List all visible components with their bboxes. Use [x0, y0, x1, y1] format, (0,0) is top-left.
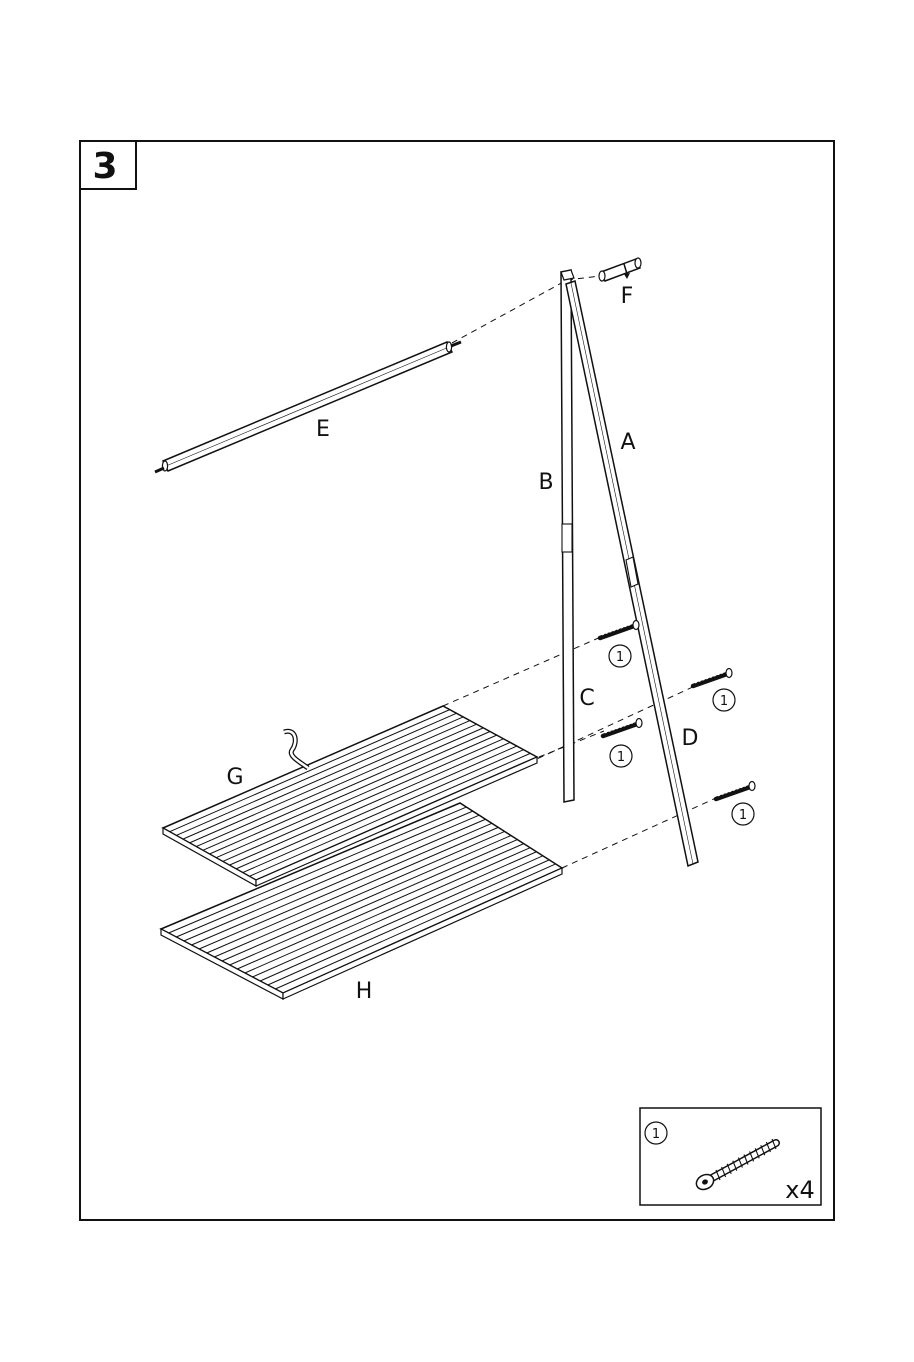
part-b-c-upright [561, 270, 574, 802]
part-label-f: F [621, 284, 634, 309]
hardware-box: 1 x4 [640, 1108, 821, 1205]
part-label-d: D [682, 726, 699, 751]
step-number-box: 3 [80, 141, 136, 189]
svg-text:1: 1 [617, 750, 625, 765]
step-frame [80, 141, 834, 1220]
hardware-item-number: 1 [652, 1127, 660, 1142]
screw-icon [600, 621, 639, 639]
part-label-e: E [316, 417, 330, 442]
part-e-rod [155, 342, 461, 472]
part-a-d-leg [566, 281, 698, 866]
svg-text:1: 1 [616, 650, 624, 665]
step-number: 3 [92, 146, 117, 187]
part-label-b: B [538, 470, 553, 495]
screw-callout: 1 [713, 689, 735, 711]
part-label-g: G [226, 765, 243, 790]
part-f-cap [599, 258, 641, 281]
screw-icon [716, 782, 755, 800]
part-label-h: H [356, 979, 373, 1004]
screw-icon [603, 719, 642, 737]
screw-callout: 1 [610, 745, 632, 767]
screw-callout: 1 [732, 803, 754, 825]
svg-text:1: 1 [739, 808, 747, 823]
svg-text:1: 1 [720, 694, 728, 709]
screw-callout: 1 [609, 645, 631, 667]
screw-icon [693, 669, 732, 687]
hardware-quantity: x4 [785, 1176, 814, 1204]
part-label-c: C [579, 686, 594, 711]
part-label-a: A [620, 430, 635, 455]
